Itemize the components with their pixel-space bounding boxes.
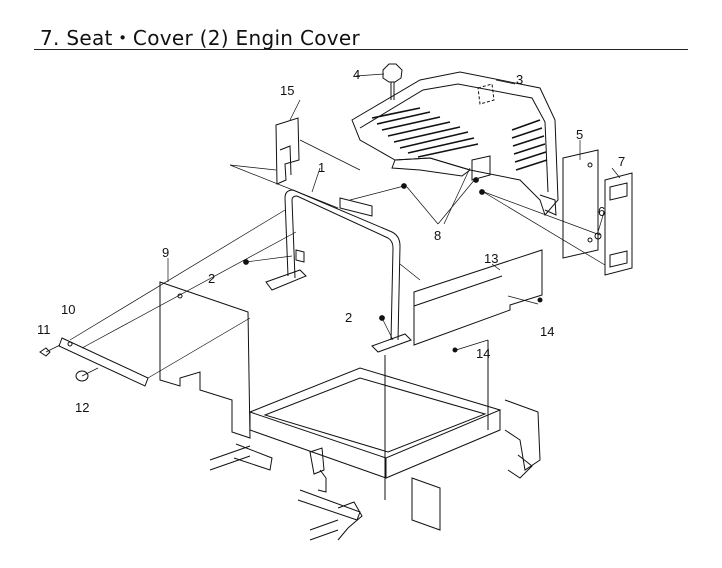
callout-9: 9 [162, 245, 169, 260]
callout-2-left: 2 [208, 271, 215, 286]
page-title: 7. Seat・Cover (2) Engin Cover [40, 26, 361, 50]
callout-7: 7 [618, 154, 625, 169]
part-frame-bar [265, 189, 412, 353]
callout-14-center: 14 [476, 346, 490, 361]
callout-2-right: 2 [345, 310, 352, 325]
part-knob [382, 63, 403, 100]
callout-4: 4 [353, 67, 360, 82]
callout-15: 15 [280, 83, 294, 98]
fasteners [243, 177, 543, 353]
part-side-panel [159, 281, 251, 439]
callout-12: 12 [75, 400, 89, 415]
title-underline [34, 49, 688, 50]
callout-6: 6 [598, 204, 605, 219]
callout-8: 8 [434, 228, 441, 243]
part-bracket-15 [275, 117, 300, 185]
leader-lines [45, 73, 621, 379]
callout-13: 13 [484, 251, 498, 266]
callout-14-right: 14 [540, 324, 554, 339]
callout-10: 10 [61, 302, 75, 317]
part-plates-5-6-7 [562, 149, 633, 276]
part-strap [39, 337, 149, 387]
part-panel-13 [413, 249, 543, 346]
callout-1: 1 [318, 160, 325, 175]
callout-3: 3 [516, 72, 523, 87]
callout-5: 5 [576, 127, 583, 142]
callout-labels: 1 2 2 3 4 5 6 7 8 9 10 11 12 13 14 14 15 [37, 67, 625, 415]
part-chassis [209, 340, 541, 541]
part-engine-cover [351, 71, 559, 216]
callout-11: 11 [37, 322, 51, 337]
